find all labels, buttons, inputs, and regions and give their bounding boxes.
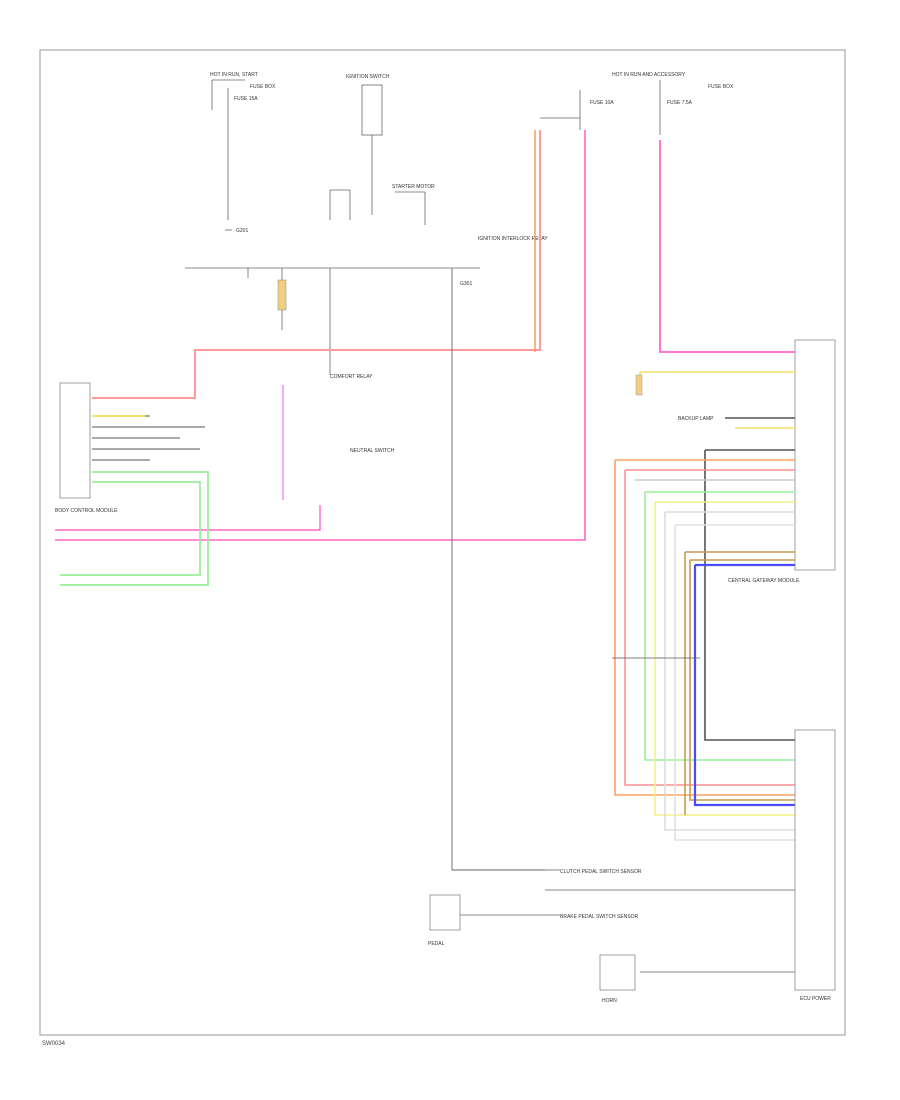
top-left-fuse-box-label: FUSE BOX (250, 84, 276, 90)
fuse-a-label: FUSE 15A (234, 96, 258, 102)
ignition-switch (329, 84, 426, 225)
top-right-fuse-feed (540, 80, 661, 135)
left-module-short-wires (92, 415, 205, 461)
fuse-c-label: FUSE 7.5A (667, 100, 693, 106)
right-relay-box (635, 374, 643, 396)
top-right-fuse-label: HOT IN RUN AND ACCESSORY (612, 72, 686, 78)
pedal-switch (429, 894, 461, 931)
diagram-frame (39, 49, 846, 1036)
ground-g1-label: G201 (236, 228, 248, 234)
starter-motor-label: STARTER MOTOR (392, 184, 435, 190)
bottom-sensor-wires (460, 869, 795, 973)
right-top-bundle (614, 417, 795, 841)
interlock-relay-label: IGNITION INTERLOCK RELAY (478, 236, 548, 242)
ignition-switch-label: IGNITION SWITCH (346, 74, 390, 80)
wire-pink-right (659, 140, 795, 353)
ecu-power-module (794, 729, 836, 991)
wire-black-center (451, 268, 545, 871)
power-bus (185, 267, 480, 375)
wire-yellow-right-top (639, 371, 795, 395)
horn-unit (599, 954, 636, 991)
wire-pink-long (55, 130, 586, 541)
top-left-fuse-label: HOT IN RUN, START (210, 72, 258, 78)
sensor-b-label: BRAKE PEDAL SWITCH SENSOR (560, 914, 639, 920)
neutral-switch-label: NEUTRAL SWITCH (350, 448, 395, 454)
central-gateway-module (794, 339, 836, 571)
wire-red-main (92, 130, 541, 399)
diagram-footer-code: SW0034 (42, 1041, 66, 1047)
pedal-label: PEDAL (428, 941, 445, 947)
backup-lamp-label: BACKUP LAMP (678, 416, 714, 422)
wire-green-b (60, 481, 201, 576)
body-control-module (59, 382, 91, 499)
horn-label: HORN (602, 998, 617, 1004)
body-control-module-label: BODY CONTROL MODULE (55, 508, 118, 514)
ecu-power-module-label: ECU POWER (800, 996, 831, 1002)
ground-g2-label: G301 (460, 281, 472, 287)
comfort-relay-label: COMFORT RELAY (330, 374, 373, 380)
central-gateway-module-label: CENTRAL GATEWAY MODULE (728, 578, 800, 584)
fuse-b-label: FUSE 10A (590, 100, 614, 106)
wire-green-a (60, 471, 209, 586)
wire-pink-short (55, 505, 321, 531)
top-left-fuse-feed (211, 79, 245, 231)
interlock-relay (277, 279, 287, 311)
top-right-fuse-box-label: FUSE BOX (708, 84, 734, 90)
sensor-a-label: CLUTCH PEDAL SWITCH SENSOR (560, 869, 642, 875)
